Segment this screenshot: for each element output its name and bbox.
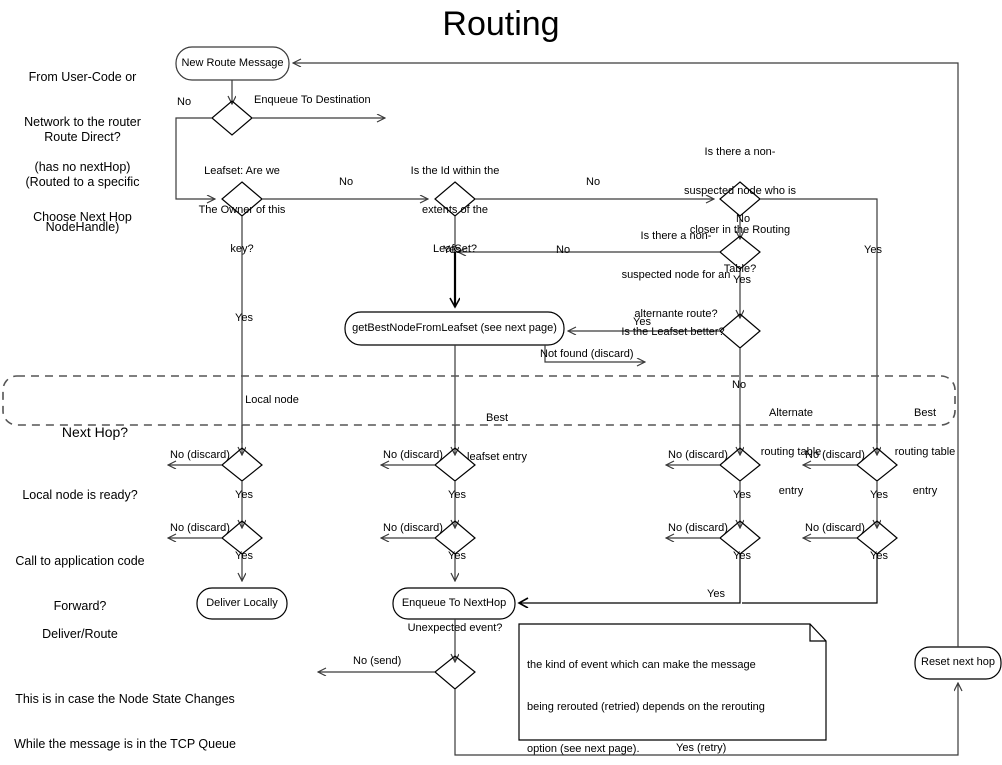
- column-label-local-node: Local node: [245, 394, 299, 406]
- decision-leafset-owner-label: Leafset: Are we The Owner of this key?: [198, 165, 286, 255]
- label-route-direct: Route Direct? (Routed to a specific Node…: [25, 130, 140, 234]
- page-title: Routing: [442, 5, 560, 43]
- edge-yes-r1c3: Yes: [733, 489, 751, 501]
- edge-yes-r2c2: Yes: [448, 550, 466, 562]
- edge-yes-r2c3: Yes: [733, 550, 751, 562]
- node-deliver-locally-label[interactable]: Deliver Locally: [206, 597, 278, 609]
- decision-leafset-better-label: Is the Leafset better?: [621, 326, 725, 338]
- edge-no-leafset-better: No: [732, 379, 747, 391]
- note-box-shape: [518, 623, 827, 741]
- edge-yes-retry: Yes (retry): [676, 742, 727, 754]
- edge-yes-r1c4: Yes: [870, 489, 888, 501]
- edge-yes-leafset-owner: Yes: [235, 312, 253, 324]
- column-label-best-leafset-entry: Best leafset entry: [467, 412, 527, 463]
- edge-yes-r1c2: Yes: [448, 489, 466, 501]
- label-from-user-code: From User-Code or Network to the router …: [24, 70, 141, 174]
- edge-yes-merge: Yes: [707, 588, 725, 600]
- note-text: the kind of event which can make the mes…: [527, 659, 765, 755]
- column-label-best-rt-entry: Best routing table entry: [894, 407, 956, 497]
- edge-no-routing-table: No: [736, 213, 751, 225]
- edge-no-leafset-owner: No: [339, 176, 354, 188]
- node-reset-next-hop-label[interactable]: Reset next hop: [921, 656, 995, 668]
- decision-routing-table-label: Is there a non- suspected node who is cl…: [684, 146, 796, 275]
- label-call-application-code: Call to application code Forward?: [15, 554, 145, 613]
- node-deliver-locally-shape: [196, 587, 288, 620]
- decision-route-direct-shape: [211, 100, 253, 136]
- edge-yes-routing-table: Yes: [864, 244, 882, 256]
- next-hop-band: [2, 375, 956, 426]
- edge-yes-leafset-better: Yes: [633, 316, 651, 328]
- edge-yes-alternate: Yes: [733, 274, 751, 286]
- edge-no-discard-r2c4: No (discard): [805, 522, 865, 534]
- edge-no-discard-r1c1: No (discard): [170, 449, 230, 461]
- edge-not-found-discard: Not found (discard): [540, 348, 634, 360]
- node-get-best-node-label[interactable]: getBestNodeFromLeafset (see next page): [352, 322, 557, 334]
- edge-no-discard-r1c4: No (discard): [805, 449, 865, 461]
- edge-no-discard-r1c2: No (discard): [383, 449, 443, 461]
- node-enqueue-nexthop-shape: [392, 587, 516, 620]
- node-new-route-message-label[interactable]: New Route Message: [181, 57, 284, 69]
- edge-no-discard-r1c3: No (discard): [668, 449, 728, 461]
- edge-enqueue-to-destination: Enqueue To Destination: [254, 94, 371, 106]
- label-local-node-ready: Local node is ready?: [22, 488, 138, 502]
- edge-yes-r2c1: Yes: [235, 550, 253, 562]
- edge-no-route-direct: No: [177, 96, 192, 108]
- label-next-hop: Next Hop?: [61, 424, 129, 440]
- edge-yes-r1c1: Yes: [235, 489, 253, 501]
- decision-id-within-leafset-label: Is the Id within the extents of the Leaf…: [410, 165, 500, 255]
- edge-no-alternate-left: No: [556, 244, 571, 256]
- edge-no-send: No (send): [353, 655, 402, 667]
- label-choose-next-hop: Choose Next Hop: [33, 210, 132, 224]
- decision-unexpected-event-label: Unexpected event?: [407, 622, 503, 634]
- label-deliver-route: Deliver/Route: [42, 627, 118, 641]
- edge-no-discard-r2c2: No (discard): [383, 522, 443, 534]
- label-tcp-queue-note: This is in case the Node State Changes W…: [14, 692, 236, 751]
- edge-no-discard-r2c1: No (discard): [170, 522, 230, 534]
- decision-alternate-route-label: Is there a non- suspected node for an al…: [621, 230, 731, 320]
- column-label-alternate-rt-entry: Alternate routing table entry: [760, 407, 822, 497]
- edge-no-id-within: No: [586, 176, 601, 188]
- edge-no-discard-r2c3: No (discard): [668, 522, 728, 534]
- edge-yes-id-within: Yes: [443, 244, 461, 256]
- node-enqueue-nexthop-label[interactable]: Enqueue To NextHop: [401, 597, 507, 609]
- edge-yes-r2c4: Yes: [870, 550, 888, 562]
